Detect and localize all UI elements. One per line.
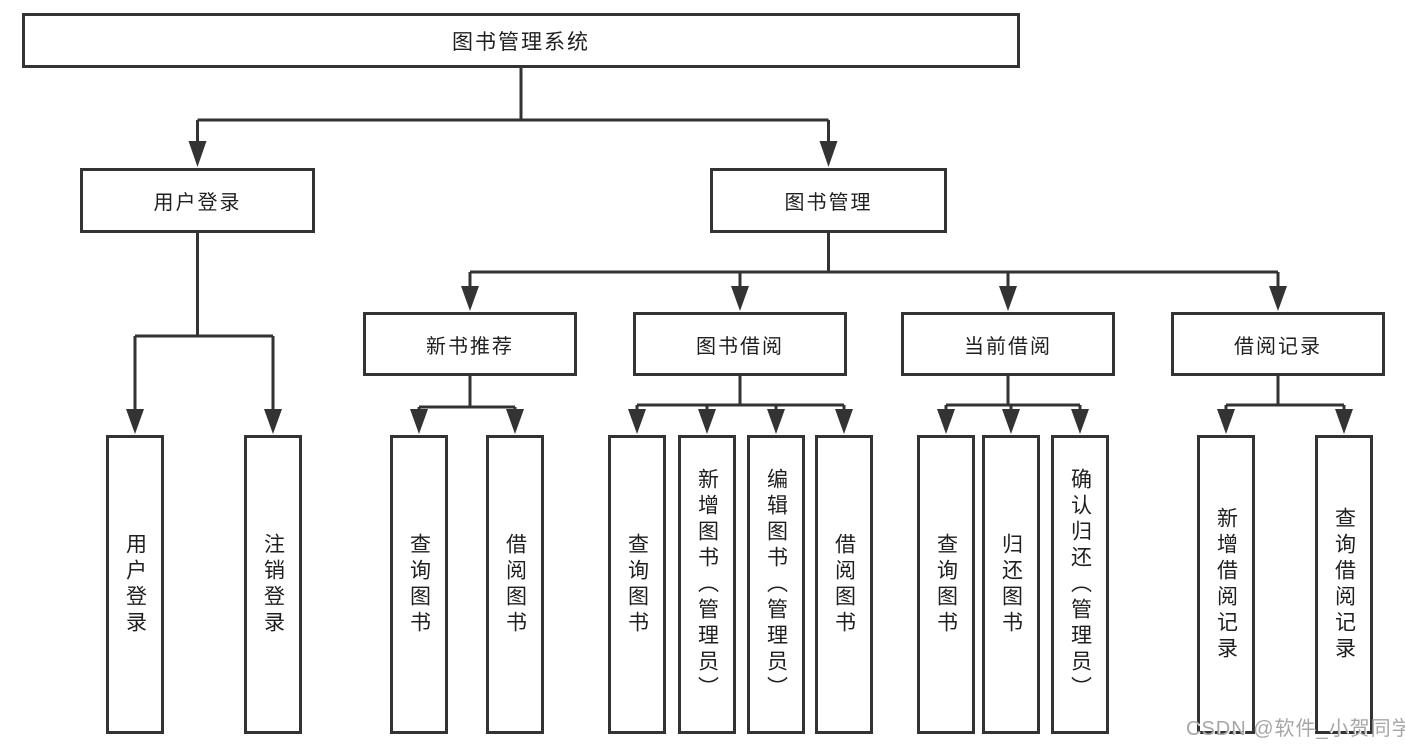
node-book-borrowing: 图书借阅 (633, 312, 847, 376)
leaf-add-borrow-record: 新增借阅记录 (1197, 435, 1255, 734)
node-new-book-recommendation: 新书推荐 (363, 312, 577, 376)
leaf-borrow-books-recommend: 借阅图书 (486, 435, 544, 734)
leaf-label: 查询借阅记录 (1332, 506, 1356, 663)
leaf-label: 用户登录 (123, 532, 147, 637)
node-label: 当前借阅 (964, 335, 1052, 358)
node-current-borrowing: 当前借阅 (901, 312, 1115, 376)
node-borrowing-records: 借阅记录 (1171, 312, 1385, 376)
node-book-management: 图书管理 (710, 168, 947, 233)
leaf-borrow-books: 借阅图书 (815, 435, 873, 734)
leaf-label: 新增图书（管理员） (695, 467, 719, 702)
leaf-label: 借阅图书 (503, 532, 527, 637)
leaf-label: 查询图书 (934, 532, 958, 637)
node-label: 用户登录 (153, 192, 242, 214)
leaf-label: 注销登录 (261, 532, 285, 637)
node-label: 新书推荐 (426, 335, 514, 358)
leaf-label: 查询图书 (407, 532, 431, 637)
leaf-label: 新增借阅记录 (1214, 506, 1238, 663)
leaf-logout: 注销登录 (244, 435, 302, 734)
leaf-label: 确认归还（管理员） (1068, 467, 1092, 702)
leaf-edit-book-admin: 编辑图书（管理员） (747, 435, 805, 734)
leaf-return-book: 归还图书 (982, 435, 1040, 734)
leaf-query-books-borrowing: 查询图书 (608, 435, 666, 734)
leaf-label: 查询图书 (625, 532, 649, 637)
leaf-confirm-return-admin: 确认归还（管理员） (1051, 435, 1109, 734)
leaf-query-borrow-record: 查询借阅记录 (1315, 435, 1373, 734)
csdn-watermark: CSDN @软件_小贺同学 (1186, 718, 1405, 740)
node-label: 图书管理 (784, 192, 873, 214)
leaf-add-book-admin: 新增图书（管理员） (678, 435, 736, 734)
leaf-label: 归还图书 (999, 532, 1023, 637)
node-label: 图书借阅 (696, 335, 784, 358)
leaf-query-books-current: 查询图书 (917, 435, 975, 734)
node-label: 图书管理系统 (452, 30, 590, 54)
leaf-user-login: 用户登录 (106, 435, 164, 734)
node-user-login: 用户登录 (80, 168, 315, 233)
node-library-management-system: 图书管理系统 (22, 13, 1020, 68)
leaf-label: 编辑图书（管理员） (764, 467, 788, 702)
leaf-label: 借阅图书 (832, 532, 856, 637)
leaf-query-books-recommend: 查询图书 (390, 435, 448, 734)
node-label: 借阅记录 (1234, 335, 1322, 358)
